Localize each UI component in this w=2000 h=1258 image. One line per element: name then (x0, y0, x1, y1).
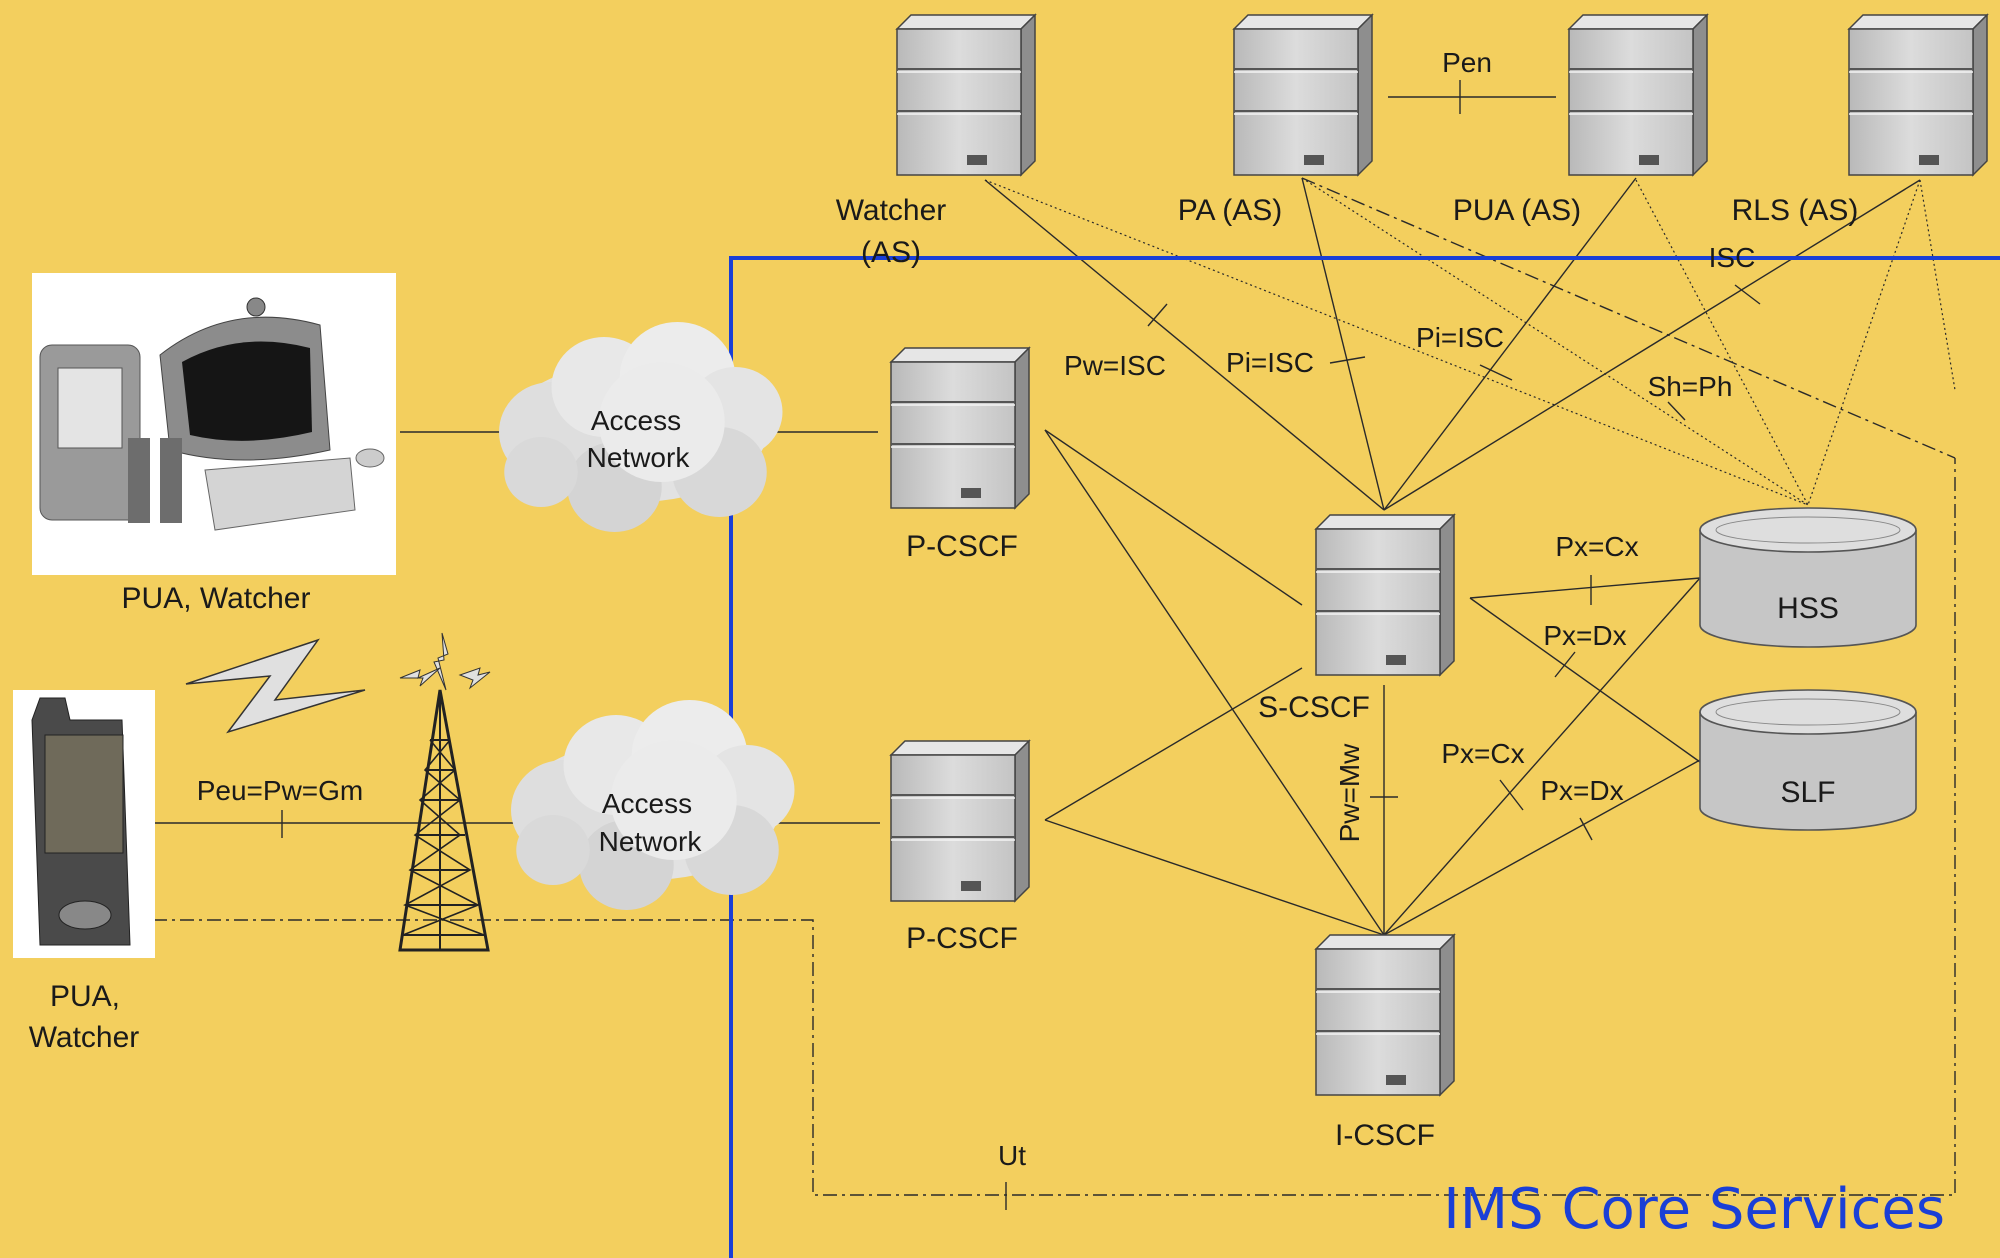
server-icon (1848, 14, 1988, 176)
pua-watcher-phone-line1: PUA, (50, 980, 120, 1013)
watcher-as-label-line1: Watcher (836, 194, 947, 227)
pi-isc-label-right: Pi=ISC (1416, 322, 1504, 353)
px-cx-bottom-label: Px=Cx (1441, 738, 1524, 769)
pa-as-label: PA (AS) (1178, 194, 1282, 227)
peu-pw-gm-label: Peu=Pw=Gm (197, 775, 364, 806)
ims-core-services-label: IMS Core Services (1443, 1177, 1945, 1242)
px-dx-bottom-label: Px=Dx (1540, 775, 1623, 806)
pua-watcher-pc-label: PUA, Watcher (122, 582, 311, 615)
labels: Watcher (AS) PA (AS) PUA (AS) RLS (AS) P… (29, 47, 1945, 1242)
hss-label: HSS (1777, 592, 1839, 625)
connection-lines (153, 80, 1956, 1210)
pen-label: Pen (1442, 47, 1492, 78)
pua-as-label: PUA (AS) (1453, 194, 1581, 227)
access-network-2-line2: Network (599, 826, 703, 857)
server-icon (1233, 14, 1373, 176)
access-network-1-line2: Network (587, 442, 691, 473)
lightning-bolt-icon (185, 638, 366, 734)
px-dx-top-label: Px=Dx (1543, 620, 1626, 651)
pua-watcher-phone-line2: Watcher (29, 1021, 140, 1054)
pw-mw-label: Pw=Mw (1334, 743, 1365, 843)
ut-label: Ut (998, 1140, 1026, 1171)
pcscf-bottom-label: P-CSCF (906, 922, 1018, 955)
server-icon (890, 740, 1030, 902)
database-icon (1699, 507, 1917, 648)
server-icon (890, 347, 1030, 509)
px-cx-top-label: Px=Cx (1555, 531, 1638, 562)
database-icon (1699, 689, 1917, 831)
sh-ph-label: Sh=Ph (1648, 371, 1733, 402)
server-icon (1315, 934, 1455, 1096)
pcscf-top-label: P-CSCF (906, 530, 1018, 563)
rls-as-label: RLS (AS) (1732, 194, 1859, 227)
access-network-1-line1: Access (591, 405, 681, 436)
access-network-2-line1: Access (602, 788, 692, 819)
icscf-label: I-CSCF (1335, 1119, 1435, 1152)
mobile-phone-icon (13, 690, 155, 958)
scscf-label: S-CSCF (1258, 691, 1370, 724)
slf-label: SLF (1780, 776, 1835, 809)
pw-isc-label: Pw=ISC (1064, 350, 1166, 381)
desktop-computer-icon (32, 273, 396, 575)
server-icon (1568, 14, 1708, 176)
watcher-as-label-line2: (AS) (861, 236, 921, 269)
server-icon (896, 14, 1036, 176)
isc-label: ISC (1709, 242, 1756, 273)
server-icon (1315, 514, 1455, 676)
radio-tower-icon (398, 632, 491, 952)
pi-isc-label-left: Pi=ISC (1226, 347, 1314, 378)
